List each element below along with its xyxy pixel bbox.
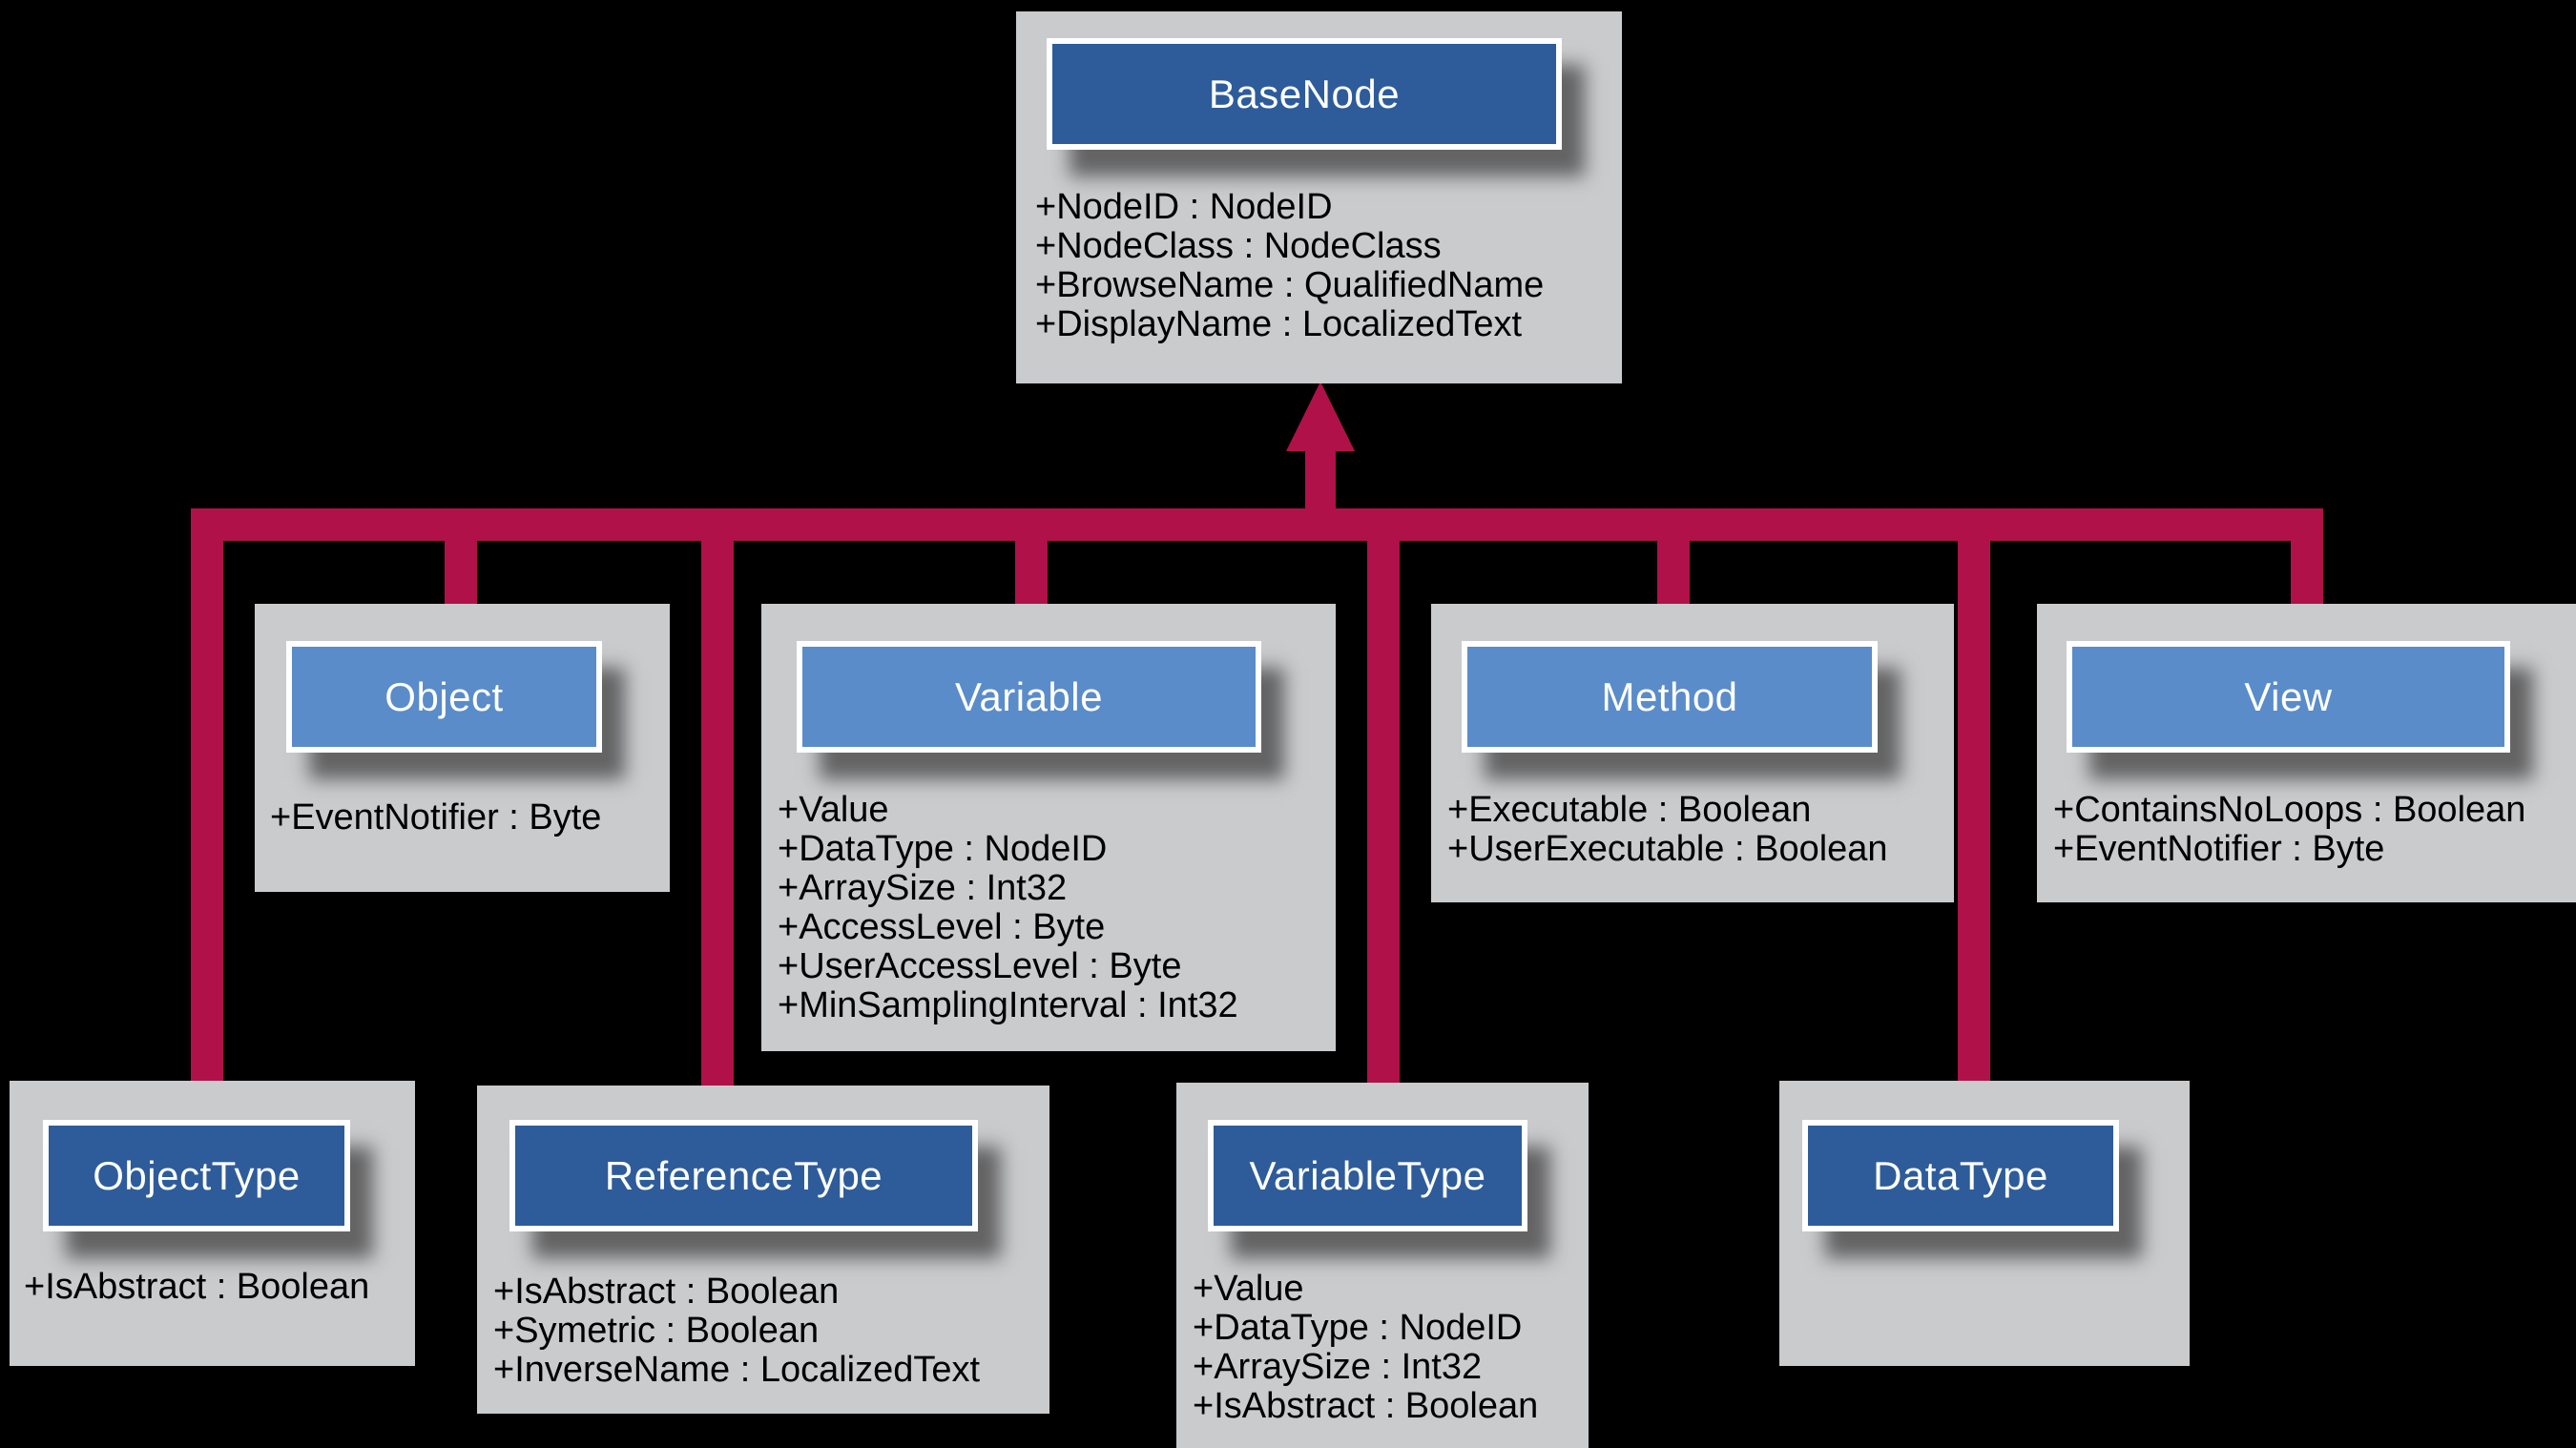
class-box-basenode: BaseNode +NodeID : NodeID +NodeClass : N…: [1016, 11, 1622, 383]
class-attribute: +ArraySize : Int32: [1193, 1347, 1483, 1387]
class-title: Variable: [955, 673, 1103, 719]
class-attribute: +ContainsNoLoops : Boolean: [2053, 790, 2526, 830]
class-attribute: +InverseName : LocalizedText: [493, 1350, 981, 1390]
class-attribute: +DataType : NodeID: [778, 829, 1108, 869]
class-header-objecttype: ObjectType: [43, 1120, 350, 1231]
connector-drop-view: [2291, 541, 2323, 604]
class-header-object: Object: [286, 641, 602, 753]
class-title: Object: [384, 673, 504, 719]
class-title: VariableType: [1249, 1152, 1486, 1198]
class-box-datatype: DataType: [1779, 1081, 2190, 1366]
class-attribute: +BrowseName : QualifiedName: [1035, 265, 1545, 305]
class-attribute: +Value: [1193, 1269, 1304, 1309]
class-attribute: +IsAbstract : Boolean: [24, 1267, 370, 1307]
class-header-view: View: [2067, 641, 2510, 753]
class-attributes: +ContainsNoLoops : Boolean +EventNotifie…: [2053, 791, 2572, 869]
class-attribute: +IsAbstract : Boolean: [493, 1272, 840, 1312]
class-title: ObjectType: [93, 1152, 301, 1198]
class-box-object: Object +EventNotifier : Byte: [255, 604, 670, 892]
connector-bar: [191, 508, 2323, 541]
class-box-view: View +ContainsNoLoops : Boolean +EventNo…: [2037, 604, 2576, 902]
class-box-variable: Variable +Value +DataType : NodeID +Arra…: [761, 604, 1336, 1051]
class-attributes: +Value +DataType : NodeID +ArraySize : I…: [1193, 1270, 1585, 1426]
connector-drop-method: [1657, 541, 1690, 604]
inheritance-arrowhead-icon: [1286, 382, 1355, 451]
connector-drop-variable: [1015, 541, 1048, 604]
connector-drop-datatype: [1958, 541, 1990, 1081]
class-header-variabletype: VariableType: [1208, 1120, 1527, 1231]
connector-drop-object: [445, 541, 477, 604]
class-header-datatype: DataType: [1802, 1120, 2119, 1231]
class-title: View: [2244, 673, 2333, 719]
class-title: ReferenceType: [604, 1152, 883, 1198]
class-header-basenode: BaseNode: [1047, 38, 1562, 150]
class-box-objecttype: ObjectType +IsAbstract : Boolean: [10, 1081, 415, 1366]
class-box-method: Method +Executable : Boolean +UserExecut…: [1431, 604, 1954, 902]
class-attributes: +Executable : Boolean +UserExecutable : …: [1447, 791, 1950, 869]
class-attribute: +DataType : NodeID: [1193, 1308, 1523, 1348]
connector-drop-objecttype: [191, 541, 223, 1081]
class-attribute: +UserAccessLevel : Byte: [778, 946, 1182, 986]
class-attribute: +Executable : Boolean: [1447, 790, 1812, 830]
class-header-variable: Variable: [797, 641, 1261, 753]
class-attribute: +Value: [778, 790, 889, 830]
class-attribute: +IsAbstract : Boolean: [1193, 1386, 1539, 1426]
class-title: BaseNode: [1208, 71, 1401, 116]
class-attributes: +IsAbstract : Boolean +Symetric : Boolea…: [493, 1272, 1046, 1390]
class-attribute: +Symetric : Boolean: [493, 1311, 820, 1351]
class-attributes: +NodeID : NodeID +NodeClass : NodeClass …: [1035, 188, 1618, 344]
class-box-variabletype: VariableType +Value +DataType : NodeID +…: [1176, 1083, 1589, 1448]
class-attribute: +UserExecutable : Boolean: [1447, 829, 1888, 869]
class-attributes: +IsAbstract : Boolean: [24, 1268, 411, 1307]
class-attribute: +EventNotifier : Byte: [270, 797, 602, 838]
class-attribute: +DisplayName : LocalizedText: [1035, 304, 1523, 344]
class-title: Method: [1601, 673, 1738, 719]
class-box-referencetype: ReferenceType +IsAbstract : Boolean +Sym…: [477, 1086, 1049, 1414]
class-attributes: +EventNotifier : Byte: [270, 798, 666, 838]
class-title: DataType: [1873, 1152, 2048, 1198]
class-attribute: +MinSamplingInterval : Int32: [778, 985, 1238, 1025]
class-attribute: +ArraySize : Int32: [778, 868, 1068, 908]
class-attribute: +AccessLevel : Byte: [778, 907, 1106, 947]
class-header-referencetype: ReferenceType: [509, 1120, 978, 1231]
class-attributes: +Value +DataType : NodeID +ArraySize : I…: [778, 791, 1332, 1025]
class-attribute: +NodeClass : NodeClass: [1035, 226, 1442, 266]
class-attribute: +NodeID : NodeID: [1035, 187, 1333, 227]
class-header-method: Method: [1462, 641, 1878, 753]
connector-drop-variabletype: [1367, 541, 1400, 1083]
class-attribute: +EventNotifier : Byte: [2053, 829, 2385, 869]
connector-drop-referencetype: [701, 541, 734, 1086]
